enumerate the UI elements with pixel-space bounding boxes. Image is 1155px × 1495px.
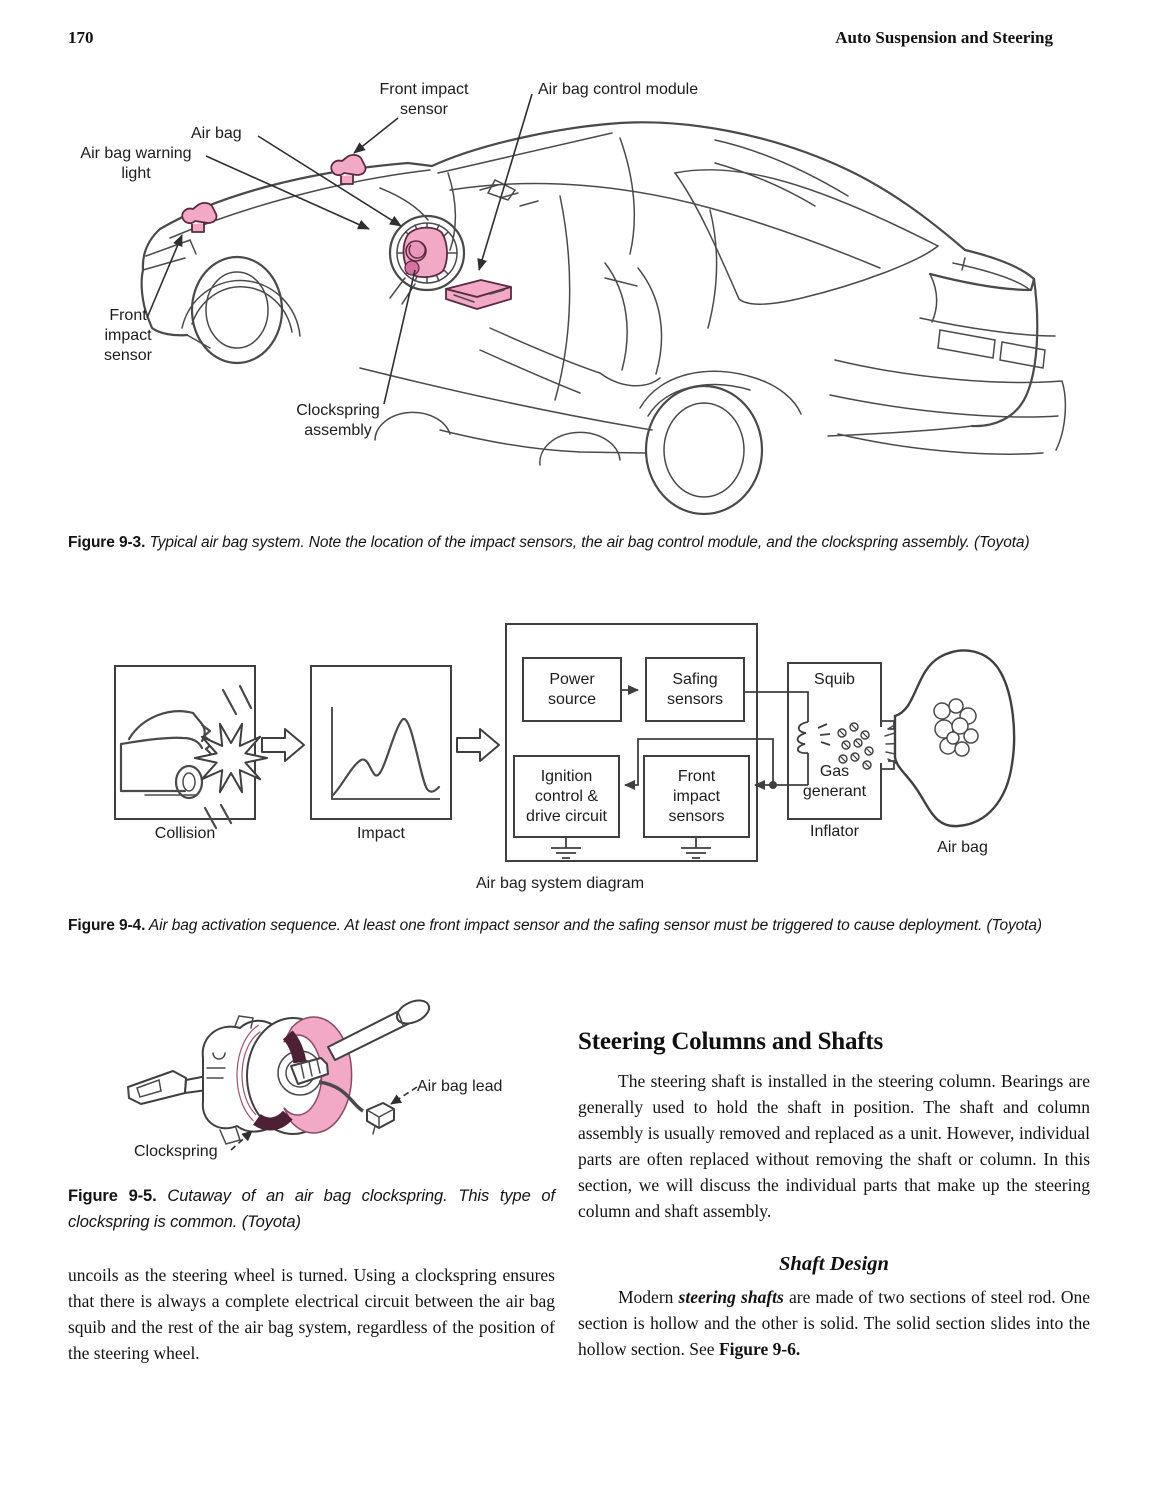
air-bag-blob (878, 649, 1016, 828)
figure-9-4-caption-lead: Figure 9-4. (68, 917, 146, 934)
power-source-box: Power source (522, 657, 622, 722)
figure-9-4-caption-text: Air bag activation sequence. At least on… (145, 917, 1042, 934)
label-clockspring-assembly: Clockspring assembly (296, 402, 380, 439)
page-number: 170 (68, 28, 94, 47)
diagram-title: Air bag system diagram (475, 875, 645, 892)
figure-9-5-caption-lead: Figure 9-5. (68, 1187, 157, 1205)
air-bag-label: Air bag (937, 839, 988, 856)
impact-label: Impact (356, 825, 405, 842)
section-paragraph-1: The steering shaft is installed in the s… (578, 1071, 1090, 1221)
squib-label: Squib (814, 671, 855, 688)
gas-puffs (933, 698, 979, 757)
para2-text-1: Modern (618, 1287, 679, 1307)
leader-air-bag-lead (390, 1086, 418, 1105)
leader-air-bag (257, 135, 402, 227)
air-bag-module-art (402, 226, 448, 279)
para2-text-2: are made of two sections of steel rod. O… (578, 1287, 1091, 1359)
inflator-label: Inflator (810, 823, 859, 840)
leader-clockspring-assembly (383, 269, 416, 405)
ignition-control-box: Ignition control & drive circuit (513, 755, 620, 838)
figure-9-3-caption: Figure 9-3. Typical air bag system. Note… (68, 530, 1088, 555)
para2-term: steering shafts (678, 1287, 784, 1307)
figure-9-5-caption: Figure 9-5. Cutaway of an air bag clocks… (68, 1183, 555, 1235)
left-column-continuation: uncoils as the steering wheel is turned.… (68, 1265, 555, 1363)
subsection-heading: Shaft Design (779, 1253, 889, 1275)
page-header: 170 Auto Suspension and Steering (68, 28, 1053, 48)
figure-9-4-caption: Figure 9-4. Air bag activation sequence.… (68, 913, 1088, 938)
running-head: Auto Suspension and Steering (835, 28, 1053, 47)
control-module-art (445, 279, 512, 310)
collision-label: Collision (154, 825, 216, 842)
label-front-impact-sensor-left: Front impact sensor (103, 307, 153, 364)
label-air-bag-warning-light: Air bag warning light (80, 145, 192, 182)
leader-warning-light (205, 155, 370, 230)
flow-arrow-2 (456, 728, 500, 762)
para2-figure-ref: Figure 9-6. (718, 1339, 801, 1359)
flow-arrow-1 (261, 728, 305, 762)
section-heading: Steering Columns and Shafts (578, 1028, 884, 1055)
front-impact-sensor-fender (181, 201, 218, 233)
front-impact-sensors-box: Front impact sensors (643, 755, 750, 838)
steering-wheel-art (388, 214, 466, 305)
clockspring-ring (236, 1016, 353, 1134)
label-front-impact-sensor-top: Front impact sensor (379, 81, 469, 118)
leader-control-module (477, 93, 533, 271)
label-air-bag: Air bag (191, 125, 242, 142)
impact-box (310, 665, 452, 820)
air-bag-lead-connector (366, 1102, 395, 1135)
label-air-bag-control-module: Air bag control module (538, 81, 699, 98)
figure-9-3-caption-text: Typical air bag system. Note the locatio… (145, 534, 1030, 551)
leader-front-sensor-top (353, 117, 399, 154)
label-clockspring: Clockspring (134, 1143, 218, 1160)
gas-generant-label: Gas generant (802, 763, 867, 800)
figure-9-3-art (140, 93, 1067, 516)
collision-box (114, 665, 256, 820)
safing-sensors-box: Safing sensors (645, 657, 745, 722)
section-paragraph-2: Modern steering shafts are made of two s… (578, 1284, 1090, 1362)
label-air-bag-lead: Air bag lead (417, 1078, 503, 1095)
figure-9-5-caption-text: Cutaway of an air bag clockspring. This … (68, 1187, 555, 1231)
front-impact-sensor-hood (330, 153, 367, 185)
figure-9-3-caption-lead: Figure 9-3. (68, 534, 146, 551)
wire-junction-dot (769, 781, 777, 789)
leader-clockspring (230, 1130, 253, 1151)
